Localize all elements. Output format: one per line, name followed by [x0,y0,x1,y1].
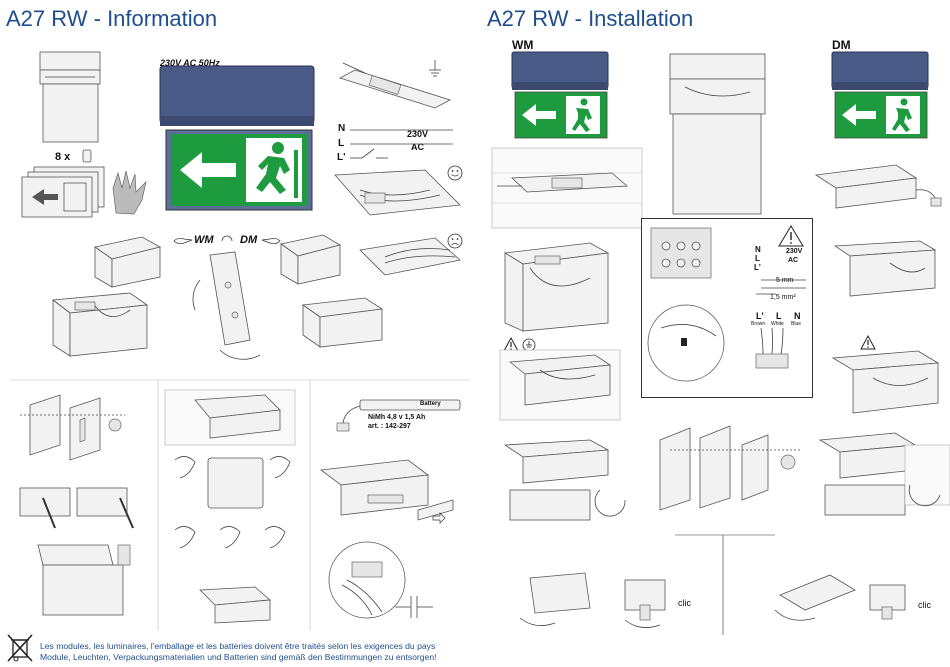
info-title: A27 RW - Information [6,6,218,31]
detail-strip-length: 5 mm [776,277,794,284]
housing-sketch-2 [280,234,342,285]
wire-lprime: L' [756,311,764,321]
wire-white: White [771,321,784,327]
battery-spec: NiMh 4,8 v 1,5 Ah [368,414,426,421]
housing-wiring-sketch [51,292,149,357]
exit-sign-dm [831,51,929,139]
sign-panels [21,166,105,218]
ground-icon [429,60,441,77]
clip-frame-sketch [174,456,291,549]
clip-sketch-2 [869,584,906,620]
ceiling-mount-dm-sketch [814,164,942,209]
wiring-voltage: 230V [407,129,429,139]
exit-sign-wm [511,51,609,139]
detail-ac: AC [788,257,799,264]
wiring-lprime: L' [337,152,346,163]
disposal-notice: Les modules, les luminaires, l'emballage… [40,641,437,663]
luminaire-front-sketch [669,53,766,215]
rotate-icon [221,235,233,242]
housing-sketch-3 [301,297,384,348]
wall-mount-sketch [491,147,643,229]
wire-blue: Blue [791,321,802,327]
power-spec: 230V AC 50Hz [160,58,220,68]
sign-tilt-sketch-2 [774,574,856,621]
housing-cover-sketch-2 [818,432,950,516]
wiring-schematic [350,129,453,159]
housing-wall-sketch [499,349,621,421]
housing-sketch-1 [94,236,162,288]
right-grid-lines [675,534,775,635]
screwdriver-sketch [19,487,134,529]
detail-l: L [755,254,760,263]
ground-sketch [338,60,452,109]
housing-bottom-sketch [199,586,271,624]
detail-cross-section: 1,5 mm² [770,294,796,301]
detail-n: N [755,245,761,254]
installation-title: A27 RW - Installation [487,6,694,31]
exploded-sign-1 [20,394,125,461]
detail-box [641,218,813,398]
left-grid-lines [10,379,470,630]
clip-sketch-1 [624,579,666,628]
install-bad-sketch [359,237,461,276]
mounting-rail-rotate [192,251,261,360]
warning-icon-2 [860,334,876,350]
housing-side-sketch-1 [833,240,937,297]
hand-point-icon [173,237,193,245]
screw-count: 8 x [55,151,71,163]
running-man-icon [256,142,298,198]
battery-article: art. : 142-297 [368,423,411,430]
mount-wm: WM [194,234,214,246]
wire-l: L [776,311,782,321]
detail-lprime: L' [754,263,761,272]
disposal-text-fr: Les modules, les luminaires, l'emballage… [40,641,436,651]
clic-label-2: clic [918,600,931,610]
clic-label-1: clic [678,598,691,608]
housing-side-sketch-2 [831,350,940,414]
label-wm: WM [512,38,534,52]
luminaire-sketch-1 [39,51,101,143]
ceiling-mount-sketch [37,544,131,616]
detail-voltage: 230V [786,248,803,255]
gloves-icon [112,170,147,215]
housing-mount-wall [164,389,296,446]
exit-sign-main [159,65,315,211]
connector-detail [328,541,406,619]
battery-housing-sketch [319,459,454,521]
exploded-sign-2 [659,425,800,511]
wiring-n: N [338,123,346,134]
smiley-happy-icon [447,165,463,181]
disposal-text-de: Module, Leuchten, Verpackungsmaterialien… [40,652,437,662]
label-dm: DM [832,38,851,52]
battery-pack [336,399,461,432]
capacitor-icon [395,596,433,618]
sign-tilt-sketch-1 [519,572,591,626]
housing-open-sketch [503,242,610,332]
smiley-sad-icon [447,233,463,249]
wiring-ac: AC [411,142,424,152]
wire-brown: Brown [751,321,766,327]
screw-icon [82,149,92,163]
ground-icon-2 [522,338,536,352]
arrow-left-icon [180,152,236,188]
hand-point-icon-2 [261,237,281,245]
housing-cover-sketch [503,439,626,521]
mount-dm: DM [240,234,258,246]
install-ok-sketch [334,169,461,216]
battery-label: Battery [420,401,441,407]
weee-disposal-icon [7,634,33,662]
wiring-l: L [338,138,345,149]
arrow-right-small-icon [432,512,446,524]
wire-n: N [794,311,801,321]
